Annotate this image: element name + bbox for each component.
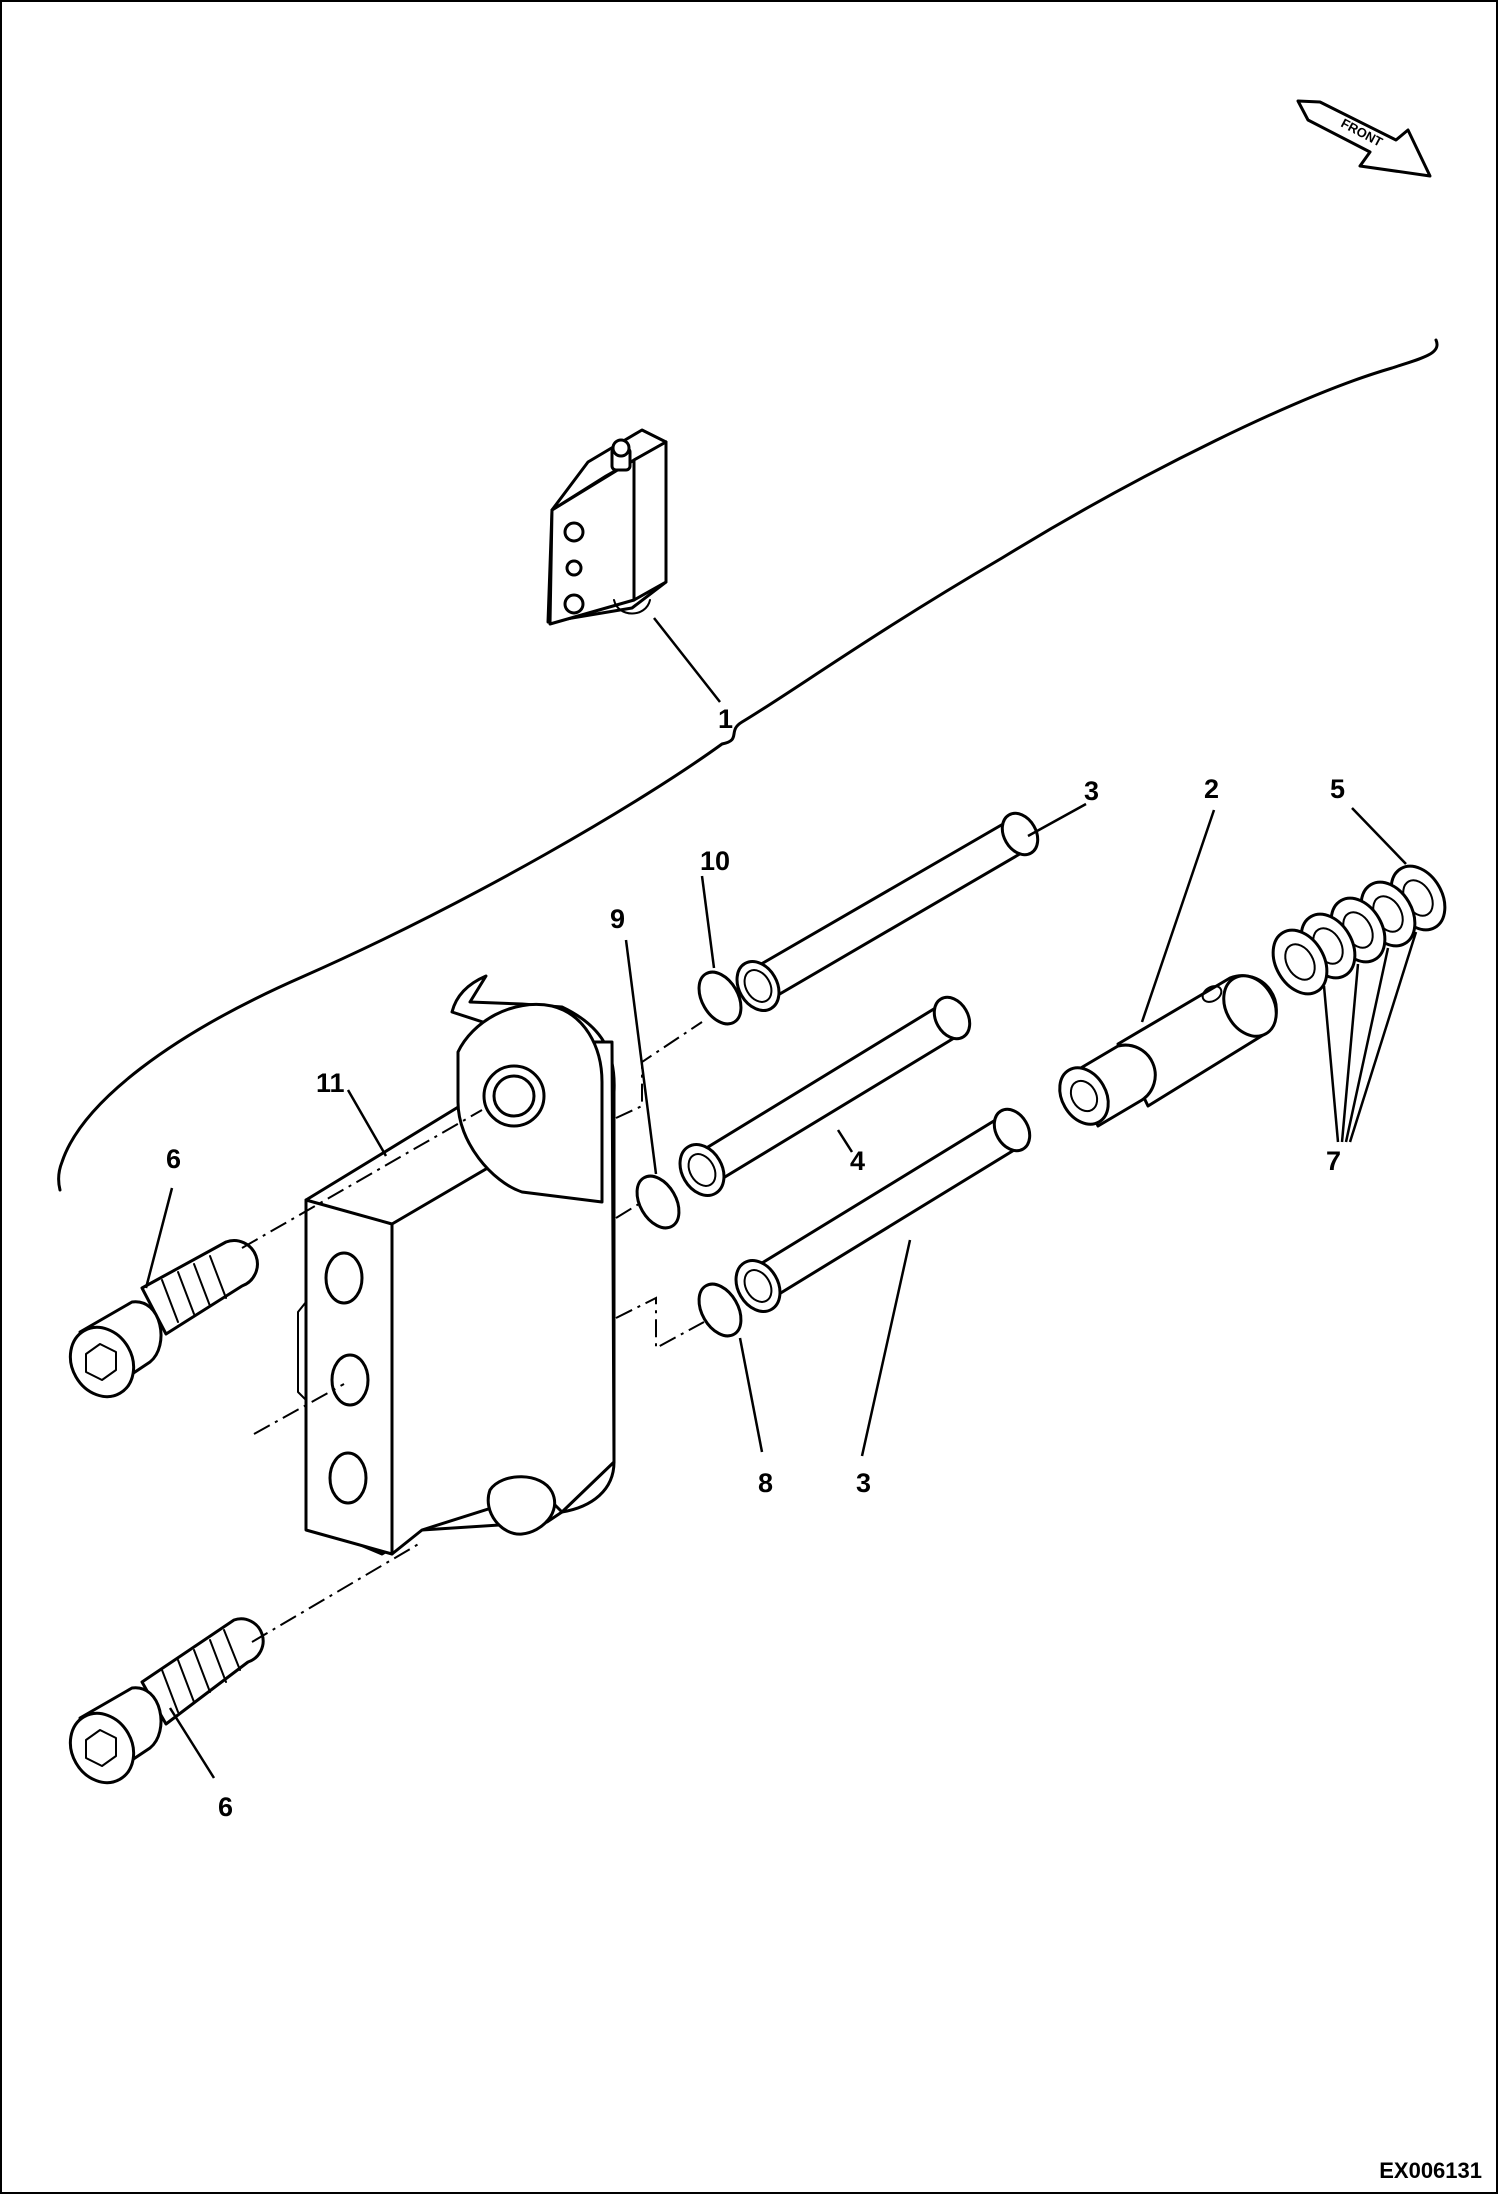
callout-numbers: 1 2 3 4 5 6 7 8 3 9 10 11 6 xyxy=(166,704,1345,1822)
detail-boundary-curve xyxy=(57,338,1439,1192)
callout-5: 5 xyxy=(1330,774,1345,804)
sleeve-tube-middle xyxy=(678,995,972,1197)
callout-8: 8 xyxy=(758,1468,773,1498)
drawing-reference-number: EX006131 xyxy=(1379,2158,1482,2183)
callout-leaders xyxy=(144,617,1418,1779)
socket-head-bolt-bottom xyxy=(68,1617,265,1785)
callout-10: 10 xyxy=(700,846,730,876)
sleeve-tube-top xyxy=(735,811,1040,1012)
callout-1: 1 xyxy=(718,704,733,734)
control-spool xyxy=(1058,974,1278,1128)
o-ring-8 xyxy=(697,1282,743,1338)
valve-assembly-thumbnail xyxy=(546,428,668,626)
callout-4: 4 xyxy=(850,1146,865,1176)
callout-6-top: 6 xyxy=(166,1144,181,1174)
sleeve-tube-bottom xyxy=(734,1107,1032,1313)
front-arrow-icon: FRONT xyxy=(1296,99,1432,178)
socket-head-bolt-top xyxy=(68,1239,259,1399)
o-ring-9 xyxy=(635,1174,681,1230)
callout-9: 9 xyxy=(610,904,625,934)
assembly-center-lines xyxy=(241,1021,705,1643)
callout-3-top: 3 xyxy=(1084,776,1099,806)
spring-washer-stack xyxy=(1271,864,1447,996)
callout-2: 2 xyxy=(1204,774,1219,804)
o-ring-10 xyxy=(697,970,743,1026)
callout-3-bottom: 3 xyxy=(856,1468,871,1498)
callout-7: 7 xyxy=(1326,1146,1341,1176)
valve-block-housing xyxy=(297,974,616,1556)
callout-6-bottom: 6 xyxy=(218,1792,233,1822)
callout-11: 11 xyxy=(316,1068,345,1098)
